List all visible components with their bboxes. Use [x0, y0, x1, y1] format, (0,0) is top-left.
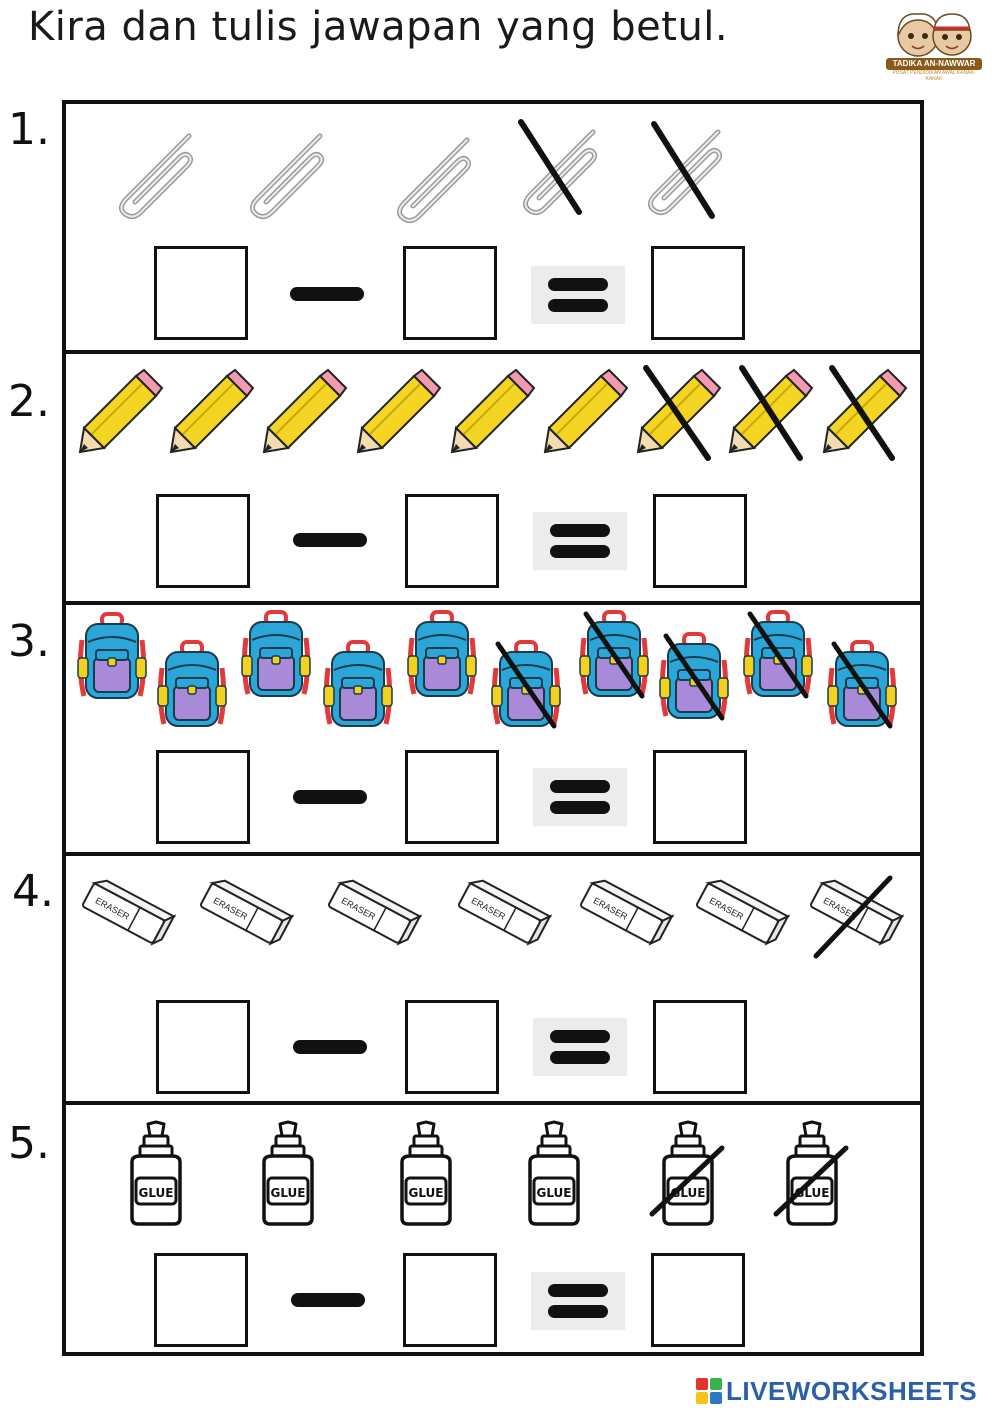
- backpack-icon: [76, 612, 148, 702]
- answer-box-5b[interactable]: [403, 1253, 497, 1347]
- answer-box-4c[interactable]: [653, 1000, 747, 1094]
- answer-box-5c[interactable]: [651, 1253, 745, 1347]
- svg-text:GLUE: GLUE: [138, 1186, 173, 1200]
- glue-bottle-icon: GLUE: [518, 1120, 590, 1226]
- answer-box-1a[interactable]: [154, 246, 248, 340]
- row-divider: [62, 350, 924, 354]
- minus-sign: [290, 287, 364, 301]
- backpack-crossed-icon: [490, 640, 562, 730]
- question-number-3: 3.: [8, 616, 50, 667]
- glue-bottle-icon: GLUE: [252, 1120, 324, 1226]
- minus-sign: [293, 533, 367, 547]
- liveworksheets-logo[interactable]: LIVEWORKSHEETS: [696, 1374, 977, 1408]
- eraser-icon: ERASER: [322, 870, 423, 962]
- instruction-heading: Kira dan tulis jawapan yang betul.: [28, 4, 729, 50]
- svg-text:GLUE: GLUE: [408, 1186, 443, 1200]
- backpack-icon: [406, 610, 478, 700]
- equals-sign: [533, 768, 627, 826]
- logo-tagline: PUSAT PENDIDIKAN AWAL KANAK-KANAK: [892, 70, 976, 82]
- paperclip-icon: [234, 126, 330, 222]
- logo-name: TADIKA AN-NAWWAR: [886, 58, 982, 70]
- eraser-icon: ERASER: [690, 870, 791, 962]
- row-divider: [62, 852, 924, 856]
- backpack-icon: [322, 640, 394, 730]
- question-number-5: 5.: [8, 1118, 50, 1169]
- glue-bottle-crossed-icon: GLUE: [649, 1120, 725, 1226]
- backpack-crossed-icon: [826, 640, 898, 730]
- row-divider: [62, 1101, 924, 1105]
- equals-sign: [533, 512, 627, 570]
- pencil-crossed-icon: [728, 365, 814, 462]
- eraser-crossed-icon: ERASER: [804, 870, 905, 962]
- answer-box-1b[interactable]: [403, 246, 497, 340]
- answer-box-2b[interactable]: [405, 494, 499, 588]
- glue-bottle-icon: GLUE: [390, 1120, 462, 1226]
- eraser-icon: ERASER: [452, 870, 553, 962]
- paperclip-icon: [381, 130, 477, 226]
- minus-sign: [293, 790, 367, 804]
- glue-bottle-crossed-icon: GLUE: [773, 1120, 849, 1226]
- backpack-icon: [240, 610, 312, 700]
- liveworksheets-icon: [696, 1378, 722, 1404]
- equals-sign: [531, 266, 625, 324]
- paperclip-crossed-icon: [507, 119, 603, 220]
- pencil-crossed-icon: [822, 365, 908, 462]
- answer-box-3c[interactable]: [653, 750, 747, 844]
- pencil-crossed-icon: [636, 365, 722, 462]
- answer-box-3b[interactable]: [405, 750, 499, 844]
- glue-bottle-icon: GLUE: [120, 1120, 192, 1226]
- pencil-icon: [543, 368, 629, 454]
- minus-sign: [291, 1293, 365, 1307]
- answer-box-2a[interactable]: [156, 494, 250, 588]
- equals-sign: [531, 1272, 625, 1330]
- pencil-icon: [356, 368, 442, 454]
- paperclip-icon: [103, 126, 199, 222]
- backpack-crossed-icon: [578, 610, 650, 700]
- row-divider: [62, 601, 924, 605]
- svg-text:GLUE: GLUE: [536, 1186, 571, 1200]
- answer-box-1c[interactable]: [651, 246, 745, 340]
- paperclip-graphic: [119, 133, 194, 220]
- answer-box-4b[interactable]: [405, 1000, 499, 1094]
- eraser-icon: ERASER: [194, 870, 295, 962]
- answer-box-5a[interactable]: [154, 1253, 248, 1347]
- answer-box-3a[interactable]: [156, 750, 250, 844]
- question-number-4: 4.: [12, 866, 54, 917]
- pencil-icon: [262, 368, 348, 454]
- paperclip-crossed-icon: [632, 120, 728, 220]
- pencil-icon: [169, 368, 255, 454]
- question-number-1: 1.: [8, 104, 50, 155]
- equals-sign: [533, 1018, 627, 1076]
- backpack-crossed-icon: [658, 632, 730, 722]
- backpack-icon: [156, 640, 228, 730]
- pencil-icon: [78, 368, 164, 454]
- answer-box-4a[interactable]: [156, 1000, 250, 1094]
- pencil-icon: [450, 368, 536, 454]
- minus-sign: [293, 1040, 367, 1054]
- svg-text:GLUE: GLUE: [270, 1186, 305, 1200]
- backpack-crossed-icon: [742, 610, 814, 700]
- question-number-2: 2.: [8, 376, 50, 427]
- children-faces-logo-image: [897, 13, 972, 57]
- school-logo: TADIKA AN-NAWWAR PUSAT PENDIDIKAN AWAL K…: [880, 6, 988, 82]
- worksheet-frame: [62, 100, 924, 1356]
- eraser-icon: ERASER: [76, 870, 177, 962]
- eraser-icon: ERASER: [574, 870, 675, 962]
- answer-box-2c[interactable]: [653, 494, 747, 588]
- liveworksheets-brand: LIVEWORKSHEETS: [726, 1375, 978, 1406]
